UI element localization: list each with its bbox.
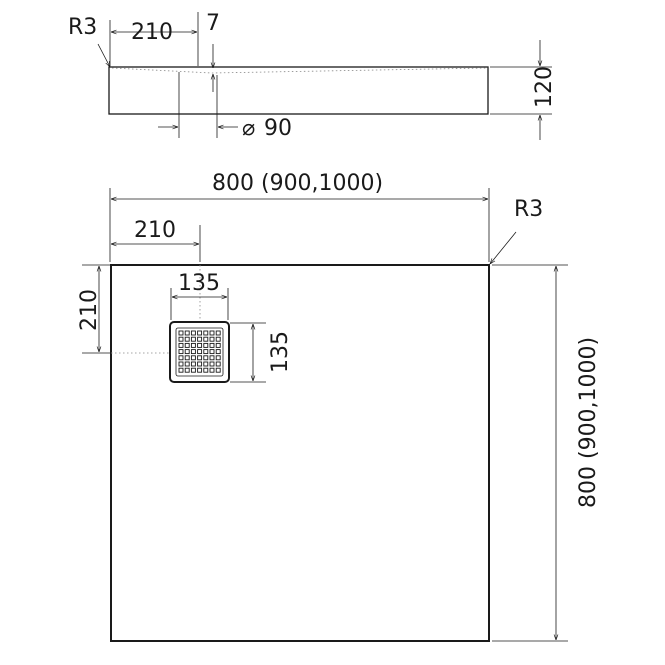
dim-7-label: 7 (206, 11, 220, 36)
grate-hole (184, 342, 190, 348)
drain-grate (169, 321, 230, 383)
grate-hole (215, 330, 221, 336)
grate-hole (190, 342, 196, 348)
grate-hole (209, 330, 215, 336)
grate-hole (215, 355, 221, 361)
r3-label-top: R3 (514, 197, 543, 222)
grate-hole (197, 349, 203, 355)
grate-hole (184, 367, 190, 373)
grate-hole (178, 330, 184, 336)
grate-hole (203, 336, 209, 342)
grate-hole (197, 355, 203, 361)
drain-diameter-label: 90 (264, 116, 292, 141)
height-label: 120 (532, 66, 557, 108)
grate-hole (190, 367, 196, 373)
grate-hole (215, 342, 221, 348)
grate-width-label: 135 (178, 271, 220, 296)
grate-hole (209, 355, 215, 361)
drain-offset-y-label: 210 (77, 289, 102, 331)
grate-hole (209, 342, 215, 348)
grate-hole (203, 330, 209, 336)
dim-210-side-label: 210 (131, 20, 173, 45)
grate-hole (178, 355, 184, 361)
grate-hole (178, 367, 184, 373)
grate-hole (178, 349, 184, 355)
width-label: 800 (900,1000) (212, 171, 383, 196)
grate-hole (203, 361, 209, 367)
grate-hole (209, 336, 215, 342)
grate-hole (197, 336, 203, 342)
diameter-symbol: ⌀ (242, 116, 255, 141)
r3-leader-side (97, 43, 110, 67)
grate-hole (215, 361, 221, 367)
grate-hole (209, 361, 215, 367)
grate-height-label: 135 (268, 331, 293, 373)
side-view: R3 210 7 ⌀ 90 120 (68, 11, 557, 141)
grate-hole (184, 361, 190, 367)
depth-label: 800 (900,1000) (576, 337, 601, 508)
tray-side-profile (108, 66, 489, 115)
grate-hole (203, 342, 209, 348)
grate-hole (184, 336, 190, 342)
grate-hole (190, 330, 196, 336)
top-view: 800 (900,1000) 210 R3 210 135 135 (77, 171, 601, 642)
grate-hole (197, 330, 203, 336)
tray-top-outline (110, 264, 490, 642)
grate-hole (197, 342, 203, 348)
grate-hole (184, 330, 190, 336)
grate-hole (190, 355, 196, 361)
grate-hole (178, 361, 184, 367)
grate-hole (184, 349, 190, 355)
grate-hole (190, 361, 196, 367)
r3-label-side: R3 (68, 15, 97, 40)
grate-hole (190, 336, 196, 342)
drain-offset-x-label: 210 (134, 218, 176, 243)
grate-hole (209, 367, 215, 373)
grate-hole (197, 367, 203, 373)
r3-leader-top (490, 231, 517, 264)
grate-hole (209, 349, 215, 355)
tray-top-slope (111, 67, 489, 74)
grate-hole (215, 367, 221, 373)
grate-hole (203, 367, 209, 373)
grate-hole (178, 336, 184, 342)
grate-hole (203, 349, 209, 355)
grate-hole (203, 355, 209, 361)
grate-hole (197, 361, 203, 367)
grate-hole (215, 336, 221, 342)
grate-hole (190, 349, 196, 355)
grate-hole (215, 349, 221, 355)
grate-hole (178, 342, 184, 348)
grate-hole (184, 355, 190, 361)
